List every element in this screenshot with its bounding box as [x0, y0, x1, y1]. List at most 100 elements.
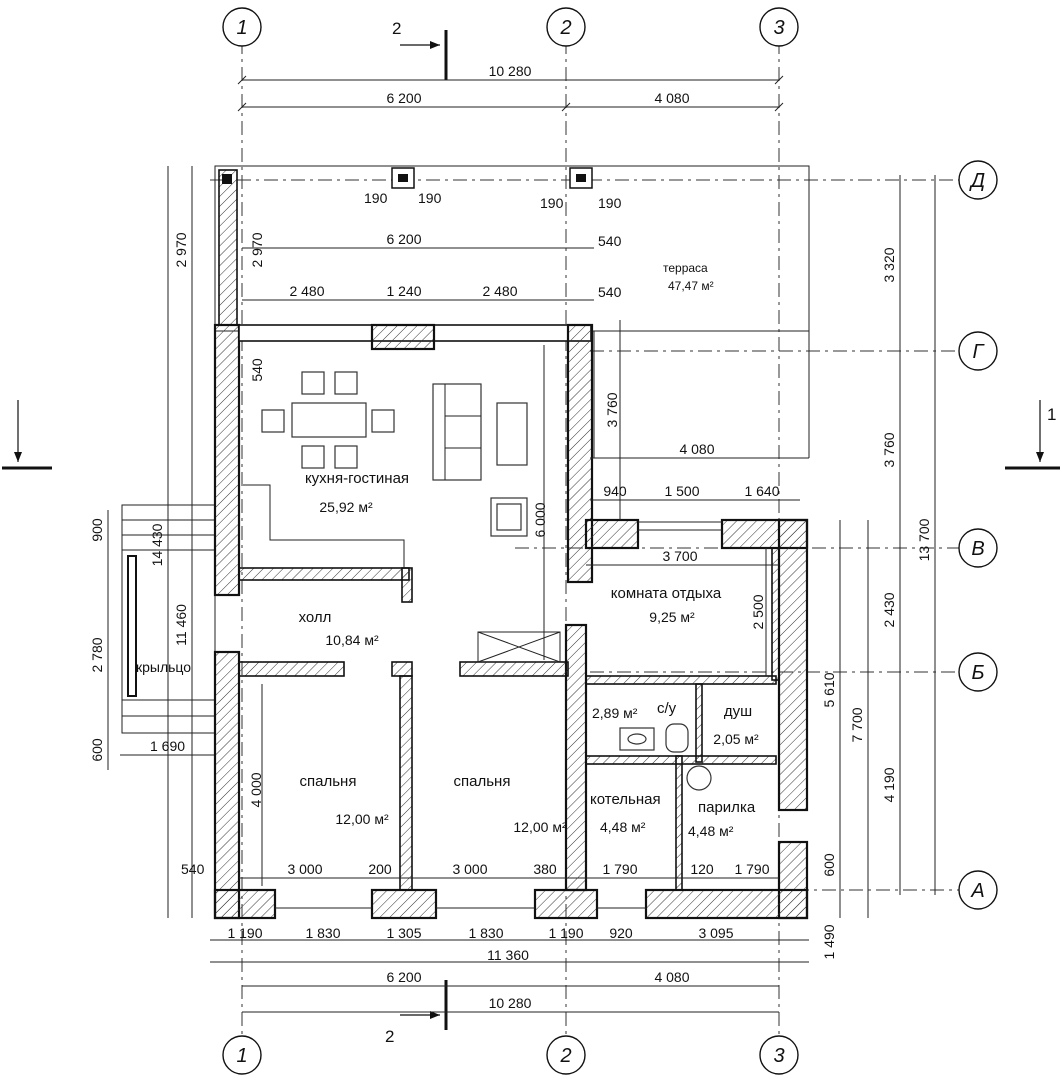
room-wc: 2,89 м² с/у	[592, 700, 677, 721]
svg-text:3 095: 3 095	[698, 925, 733, 941]
svg-text:терраса: терраса	[663, 261, 708, 275]
svg-text:1: 1	[236, 1045, 247, 1067]
svg-text:3 700: 3 700	[662, 548, 697, 564]
svg-text:3: 3	[773, 1045, 784, 1067]
axis-bubble-B: Б	[958, 652, 998, 692]
svg-text:1 190: 1 190	[548, 925, 583, 941]
svg-text:2: 2	[559, 17, 571, 39]
svg-text:3 320: 3 320	[881, 247, 897, 282]
svg-text:380: 380	[533, 861, 557, 877]
right-dimension-chain: 3 320 3 760 13 700 2 430 5 610 7 700 4 1…	[821, 175, 936, 960]
axis-bubble-G: Г	[958, 331, 998, 371]
svg-text:940: 940	[603, 483, 627, 499]
svg-text:10 280: 10 280	[489, 995, 532, 1011]
svg-text:комната отдыха: комната отдыха	[611, 585, 722, 602]
svg-text:540: 540	[249, 358, 265, 382]
svg-text:7 700: 7 700	[849, 707, 865, 742]
svg-text:4,48 м²: 4,48 м²	[688, 823, 734, 839]
left-dimension-chain: 2 970 2 970 540 14 430 11 460 900 2 780 …	[89, 166, 265, 918]
svg-text:с/у: с/у	[657, 700, 677, 717]
axis-bubble-V: В	[958, 528, 998, 568]
svg-text:4,48 м²: 4,48 м²	[600, 819, 646, 835]
axis-bubble-3-top: 3	[759, 7, 799, 47]
room-sauna: парилка 4,48 м²	[688, 799, 756, 839]
section-mark-left	[2, 400, 52, 470]
svg-text:3: 3	[773, 17, 784, 39]
terrace: 190 190 190 190 6 200 540 540 2 480 1 24…	[214, 165, 810, 459]
svg-text:3 000: 3 000	[287, 861, 322, 877]
svg-text:5 610: 5 610	[821, 672, 837, 707]
room-kitchen-living: кухня-гостиная 25,92 м²	[305, 470, 409, 515]
svg-text:1 490: 1 490	[821, 924, 837, 959]
top-dimension-chain: 10 280 6 200 4 080	[237, 63, 784, 112]
svg-text:2,89 м²: 2,89 м²	[592, 705, 638, 721]
porch: крыльцо	[121, 504, 216, 734]
svg-text:12,00 м²: 12,00 м²	[335, 811, 389, 827]
room-rest: комната отдыха 9,25 м²	[611, 585, 722, 625]
room-bedroom-2: спальня 12,00 м²	[454, 773, 567, 835]
svg-text:190: 190	[540, 195, 564, 211]
svg-text:2 780: 2 780	[89, 637, 105, 672]
room-shower: душ 2,05 м²	[713, 703, 759, 747]
svg-text:4 190: 4 190	[881, 767, 897, 802]
svg-text:540: 540	[598, 233, 622, 249]
svg-text:6 200: 6 200	[386, 90, 421, 106]
svg-text:1 500: 1 500	[664, 483, 699, 499]
axis-bubble-1-bottom: 1	[222, 1035, 262, 1075]
section-mark-top: 2	[392, 19, 448, 80]
svg-text:1 790: 1 790	[602, 861, 637, 877]
svg-text:1 640: 1 640	[744, 483, 779, 499]
svg-text:540: 540	[598, 284, 622, 300]
svg-text:900: 900	[89, 518, 105, 542]
svg-text:13 700: 13 700	[916, 518, 932, 561]
furniture	[243, 371, 712, 791]
svg-text:2 970: 2 970	[249, 232, 265, 267]
svg-text:600: 600	[89, 738, 105, 762]
section-mark-right: 1	[1005, 400, 1060, 470]
svg-text:спальня: спальня	[454, 773, 511, 790]
axis-bubble-2-bottom: 2	[546, 1035, 586, 1075]
svg-text:А: А	[970, 880, 984, 902]
svg-text:4 080: 4 080	[654, 969, 689, 985]
svg-text:1 690: 1 690	[150, 738, 185, 754]
svg-text:2: 2	[392, 19, 401, 38]
svg-text:2 430: 2 430	[881, 592, 897, 627]
svg-text:1 190: 1 190	[227, 925, 262, 941]
svg-text:котельная: котельная	[590, 791, 661, 808]
svg-text:11 460: 11 460	[173, 604, 189, 646]
internal-dimensions: 6 000 3 760 4 080 940 1 500 1 640 3 700 …	[181, 320, 809, 886]
svg-text:540: 540	[181, 861, 205, 877]
svg-text:6 200: 6 200	[386, 969, 421, 985]
svg-text:3 760: 3 760	[604, 392, 620, 427]
svg-text:крыльцо: крыльцо	[136, 659, 191, 675]
svg-text:душ: душ	[724, 703, 752, 720]
room-bedroom-1: спальня 12,00 м²	[300, 773, 389, 827]
svg-text:120: 120	[690, 861, 714, 877]
svg-text:1 305: 1 305	[386, 925, 421, 941]
svg-text:холл: холл	[299, 609, 332, 626]
svg-text:Г: Г	[973, 341, 986, 363]
svg-text:3 760: 3 760	[881, 432, 897, 467]
svg-text:600: 600	[821, 853, 837, 877]
svg-text:спальня: спальня	[300, 773, 357, 790]
svg-text:920: 920	[609, 925, 633, 941]
svg-text:Д: Д	[969, 170, 985, 192]
svg-text:1: 1	[1047, 405, 1056, 424]
svg-text:В: В	[971, 538, 984, 560]
svg-text:10,84 м²: 10,84 м²	[325, 632, 379, 648]
svg-text:2: 2	[559, 1045, 571, 1067]
room-hall: холл 10,84 м²	[299, 609, 379, 648]
svg-text:Б: Б	[971, 662, 984, 684]
svg-text:190: 190	[598, 195, 622, 211]
room-boiler: котельная 4,48 м²	[590, 791, 661, 835]
svg-text:6 000: 6 000	[532, 502, 548, 537]
svg-text:2 500: 2 500	[750, 594, 766, 629]
svg-text:10 280: 10 280	[489, 63, 532, 79]
svg-text:190: 190	[364, 190, 388, 206]
svg-text:25,92 м²: 25,92 м²	[319, 499, 373, 515]
svg-text:2,05 м²: 2,05 м²	[713, 731, 759, 747]
svg-text:1 830: 1 830	[305, 925, 340, 941]
svg-text:47,47 м²: 47,47 м²	[668, 279, 714, 293]
svg-text:4 000: 4 000	[248, 772, 264, 807]
